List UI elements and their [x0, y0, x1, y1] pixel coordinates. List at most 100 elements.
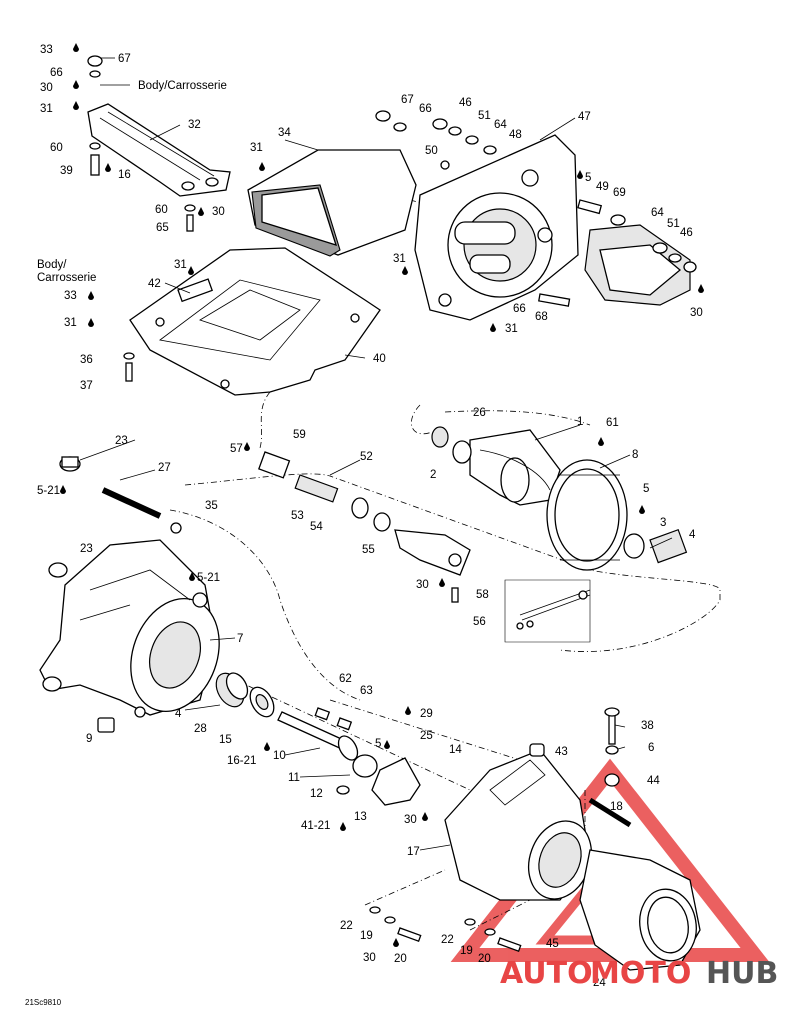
callout-30: 30 [40, 82, 53, 94]
callout-48: 48 [509, 129, 522, 141]
callout-26: 26 [473, 407, 486, 419]
callout-7: 7 [237, 633, 243, 645]
callout-30c: 30 [690, 307, 703, 319]
callout-46b: 46 [680, 227, 693, 239]
callout-64: 64 [494, 119, 507, 131]
bushing-26-2 [431, 426, 472, 464]
callout-8: 8 [632, 449, 638, 461]
callout-16: 16 [118, 169, 131, 181]
intake-housing-47 [414, 134, 579, 321]
callout-28: 28 [194, 723, 207, 735]
callout-56: 56 [473, 616, 486, 628]
callout-65: 65 [156, 222, 169, 234]
callout-5: 5 [585, 172, 591, 184]
body-label-left-line1: Body/ [37, 259, 67, 271]
callout-66b: 66 [419, 103, 432, 115]
callout-11: 11 [288, 772, 300, 784]
callout-52: 52 [360, 451, 373, 463]
callout-39: 39 [60, 165, 73, 177]
sensor-group-52 [258, 451, 471, 576]
callout-62: 62 [339, 673, 352, 685]
callout-42: 42 [148, 278, 161, 290]
seal-28 [249, 686, 275, 718]
callout-23b: 23 [80, 543, 93, 555]
callout-69: 69 [613, 187, 626, 199]
callout-44: 44 [647, 775, 660, 787]
callout-5-21b: 5-21 [197, 572, 220, 584]
figure-code: 21Sc9810 [25, 998, 62, 1007]
venturi-24 [579, 849, 701, 971]
ring-8 [546, 459, 628, 571]
callout-10: 10 [273, 750, 286, 762]
callout-31b: 31 [250, 142, 263, 154]
callout-36: 36 [80, 354, 93, 366]
callout-31c: 31 [393, 253, 406, 265]
callout-6: 6 [648, 742, 654, 754]
callout-47: 47 [578, 111, 591, 123]
watermark-logo: AUTO MOTO HUB [500, 956, 778, 991]
callout-63: 63 [360, 685, 373, 697]
callout-31e: 31 [174, 259, 187, 271]
callout-31d: 31 [505, 323, 518, 335]
callout-19b: 19 [460, 945, 473, 957]
callout-55: 55 [362, 544, 375, 556]
callout-51: 51 [478, 110, 491, 122]
callout-49: 49 [596, 181, 609, 193]
callout-30e: 30 [363, 952, 376, 964]
callout-61: 61 [606, 417, 619, 429]
bearing-4-left [215, 672, 249, 708]
callout-66c: 66 [513, 303, 526, 315]
callout-66: 66 [50, 67, 63, 79]
callout-9: 9 [86, 733, 92, 745]
watermark-auto: AUTO [500, 956, 593, 991]
callout-29: 29 [420, 708, 433, 720]
callout-46: 46 [459, 97, 472, 109]
callout-5b: 5 [643, 483, 649, 495]
body-label-left-line2: Carrosserie [37, 272, 96, 284]
callout-38: 38 [641, 720, 654, 732]
callout-45: 45 [546, 938, 559, 950]
callout-30d: 30 [404, 814, 417, 826]
callout-27: 27 [158, 462, 171, 474]
shaft-10 [277, 707, 359, 761]
callout-57: 57 [230, 443, 243, 455]
callout-60: 60 [50, 142, 63, 154]
callout-5-21: 5-21 [37, 485, 60, 497]
callout-4b: 4 [175, 708, 182, 720]
linkage-assembly [538, 199, 697, 307]
callout-1: 1 [577, 416, 583, 428]
callout-22: 22 [340, 920, 353, 932]
callout-17: 17 [407, 846, 420, 858]
assembly-paths [169, 199, 721, 931]
callout-22b: 22 [441, 934, 454, 946]
part-callouts: 33 67 66 30 31 32 60 39 16 60 30 65 34 3… [37, 44, 703, 989]
cover-13 [336, 757, 421, 806]
impeller-1 [469, 429, 561, 506]
group-56-frame [504, 579, 591, 643]
callout-20b: 20 [478, 953, 491, 965]
callout-51b: 51 [667, 218, 680, 230]
callout-40: 40 [373, 353, 386, 365]
callout-13: 13 [354, 811, 367, 823]
callout-23: 23 [115, 435, 128, 447]
callout-50: 50 [425, 145, 438, 157]
callout-20: 20 [394, 953, 407, 965]
callout-54: 54 [310, 521, 323, 533]
callout-67b: 67 [401, 94, 414, 106]
callout-19: 19 [360, 930, 373, 942]
callout-25: 25 [420, 730, 433, 742]
nozzle-17 [444, 749, 592, 901]
bearing-4-right [623, 528, 688, 564]
bracket-32 [87, 103, 231, 197]
callout-64b: 64 [651, 207, 664, 219]
callout-14: 14 [449, 744, 462, 756]
watermark-hub: HUB [706, 956, 778, 991]
callout-3: 3 [660, 517, 666, 529]
callout-32: 32 [188, 119, 201, 131]
hardware-row-top [375, 110, 497, 170]
callout-2: 2 [430, 469, 436, 481]
watermark-moto: MOTO [590, 956, 691, 991]
callout-4: 4 [689, 529, 696, 541]
callout-43: 43 [555, 746, 568, 758]
callout-37: 37 [80, 380, 93, 392]
